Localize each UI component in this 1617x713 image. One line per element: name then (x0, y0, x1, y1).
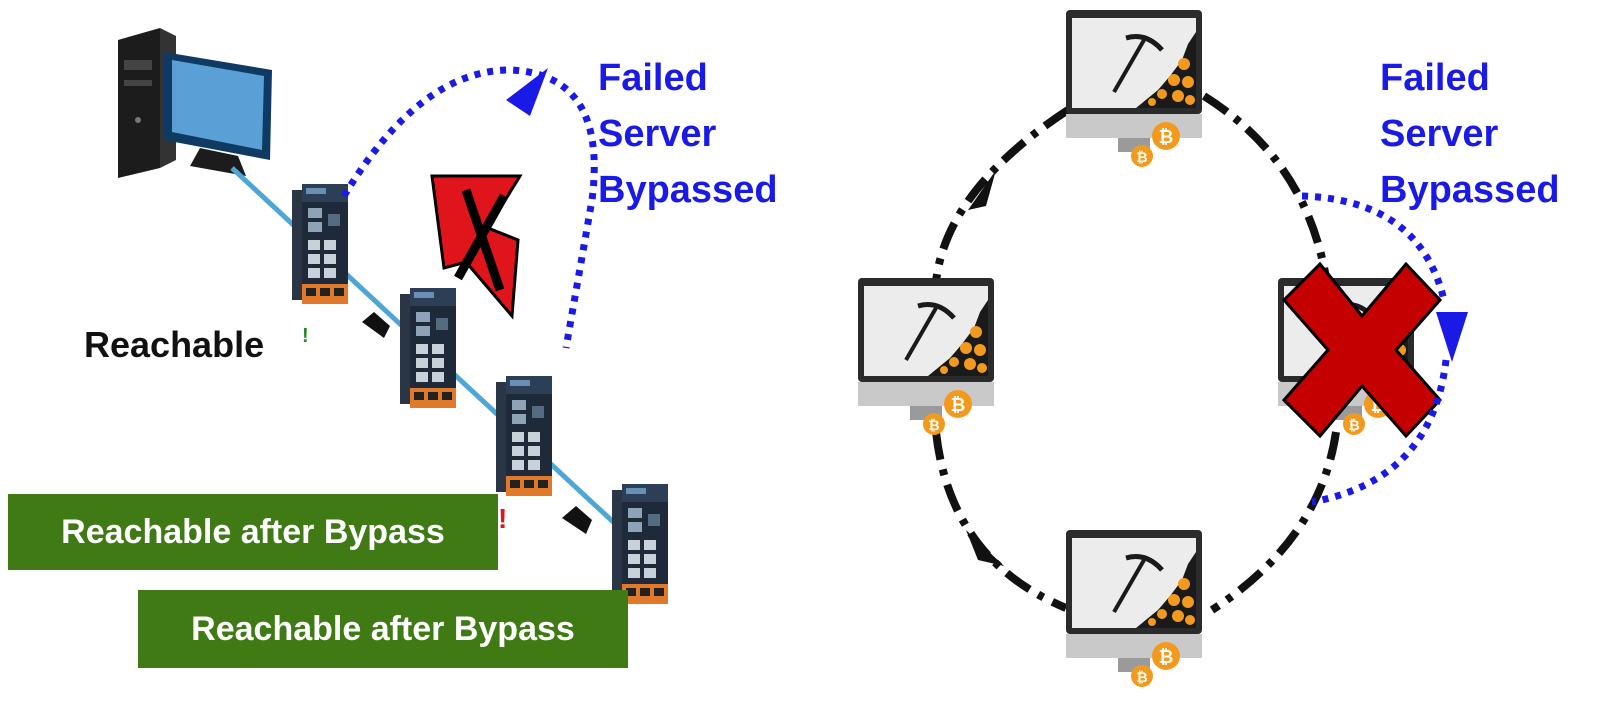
network-switch-icon (612, 484, 668, 604)
bypass-arrow (341, 66, 598, 349)
bypass-label-box-2: Reachable after Bypass (138, 590, 628, 668)
bypass-arrow-head (506, 68, 548, 116)
network-switch-icon (496, 376, 552, 496)
network-switch-icon (400, 288, 456, 408)
ring-segment (1209, 431, 1340, 614)
label-line: Bypassed (598, 169, 778, 211)
label-line: Server (1380, 113, 1499, 155)
ring-segment (1201, 92, 1330, 279)
ring-segment (932, 106, 1071, 283)
mining-monitor-icon (858, 278, 994, 435)
ring-arrow-head (966, 530, 1004, 566)
failed-server-label-left: Failed Server Bypassed (598, 50, 778, 218)
desktop-computer-icon (118, 28, 272, 178)
network-switch-icon (292, 184, 348, 304)
chevron-arrow-icon (562, 506, 592, 534)
label-line: Failed (598, 57, 708, 99)
label-line: Bypassed (1380, 169, 1560, 211)
lightning-fault-icon (430, 174, 523, 320)
mining-monitor-icon (1066, 10, 1202, 167)
bypass-arrow (1301, 192, 1448, 301)
failed-server-label-right: Failed Server Bypassed (1380, 50, 1560, 218)
bypass-arrow (1311, 359, 1450, 506)
svg-text:!: ! (302, 325, 309, 347)
bypass-arrow-head (1436, 312, 1468, 362)
mining-monitor-icon (1066, 530, 1202, 687)
ring-segment (932, 431, 1068, 612)
ring-arrow-head (968, 170, 996, 210)
label-line: Failed (1380, 57, 1490, 99)
label-line: Server (598, 113, 717, 155)
chevron-arrow-icon (362, 312, 390, 338)
svg-text:!: ! (498, 503, 507, 534)
bypass-label-box-1: Reachable after Bypass (8, 494, 498, 570)
reachable-label: Reachable (84, 324, 265, 365)
